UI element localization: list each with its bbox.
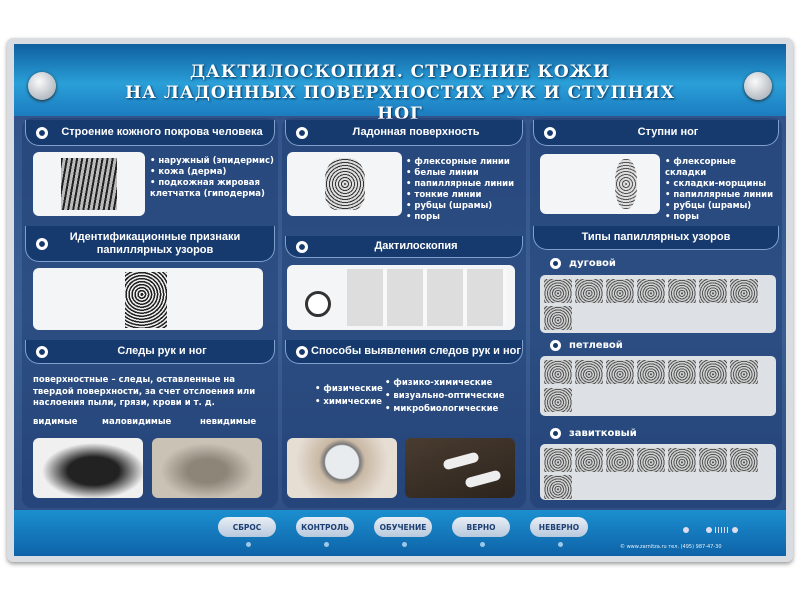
- list-item: рубцы (шрамы): [665, 201, 780, 212]
- volume-down-button[interactable]: [706, 527, 712, 533]
- list-item: подкожная жировая клетчатка (гиподерма): [150, 178, 280, 200]
- volume-level-icon: [715, 527, 729, 533]
- section-title: Дактилоскопия: [374, 240, 458, 252]
- bullet-icon: [544, 126, 556, 139]
- palm-lines-list: флексорные линии белые линии папиллярные…: [406, 157, 521, 223]
- bullet-icon: [36, 237, 48, 250]
- section-header-palm: Ладонная поверхность: [285, 120, 523, 146]
- indicator-led: [480, 542, 485, 547]
- methods-list-2: физико-химические визуально-оптические м…: [385, 377, 505, 416]
- list-item: визуально-оптические: [385, 390, 504, 403]
- palm-print-image: [287, 152, 402, 216]
- pattern-arch-label: дуговой: [550, 258, 616, 269]
- list-item: кожа (дерма): [150, 167, 280, 178]
- section-title: Строение кожного покрова человека: [61, 126, 263, 138]
- list-item: папиллярные линии: [406, 179, 521, 190]
- whorl-patterns-image: [540, 444, 776, 500]
- footprint-casts-photo: [405, 438, 515, 498]
- list-item: папиллярные линии: [665, 190, 780, 201]
- incorrect-button[interactable]: НЕВЕРНО: [530, 517, 588, 537]
- methods-list-1: физические химические: [315, 383, 383, 409]
- list-item: физико-химические: [385, 377, 505, 390]
- bullet-icon: [36, 345, 48, 358]
- list-item: складки-морщины: [665, 179, 780, 190]
- skin-layers-list: наружный (эпидермис) кожа (дерма) подкож…: [150, 156, 280, 200]
- training-button[interactable]: ОБУЧЕНИЕ: [374, 517, 432, 537]
- section-header-feet: Ступни ног: [533, 120, 779, 146]
- section-title: Следы рук и ног: [117, 345, 207, 357]
- indicator-led: [324, 542, 329, 547]
- footer-contacts: © www.zarnitza.ru тел. (495) 987-47-30: [620, 544, 722, 550]
- list-item: микробиологические: [385, 403, 505, 416]
- trace-type-low-visible: маловидимые: [102, 417, 172, 427]
- handprint-photo: [33, 438, 143, 498]
- footprint-sand-photo: [152, 438, 262, 498]
- list-item: флексорные линии: [406, 157, 521, 168]
- list-item: флексорные складки: [665, 157, 780, 179]
- list-item: тонкие линии: [406, 190, 521, 201]
- section-header-dactyl: Дактилоскопия: [285, 236, 523, 258]
- section-header-methods: Способы выявления следов рук и ног: [285, 340, 523, 364]
- indicator-led: [402, 542, 407, 547]
- list-item: физические: [315, 383, 382, 396]
- title-line-1: ДАКТИЛОСКОПИЯ. СТРОЕНИЕ КОЖИ: [189, 62, 611, 82]
- volume-up-button[interactable]: [732, 527, 738, 533]
- correct-button[interactable]: ВЕРНО: [452, 517, 510, 537]
- trace-type-visible: видимые: [33, 417, 78, 427]
- footprint-image: [540, 154, 660, 214]
- list-item: поры: [665, 212, 780, 223]
- indicator-led: [558, 542, 563, 547]
- section-header-skin: Строение кожного покрова человека: [25, 120, 275, 146]
- section-title: Ладонная поверхность: [352, 126, 480, 138]
- bullet-icon: [296, 126, 308, 139]
- title-line-2: НА ЛАДОННЫХ ПОВЕРХНОСТЯХ РУК И СТУПНЯХ Н…: [125, 83, 675, 124]
- section-header-patterns: Типы папиллярных узоров: [533, 226, 779, 250]
- list-item: рубцы (шрамы): [406, 201, 521, 212]
- skin-diagram-image: [33, 152, 145, 216]
- title-band: [14, 44, 786, 116]
- bullet-icon: [296, 345, 308, 358]
- indicator-led: [246, 542, 251, 547]
- bullet-icon: [550, 258, 561, 269]
- bullet-icon: [550, 340, 561, 351]
- pattern-name: петлевой: [569, 340, 623, 351]
- list-item: химические: [315, 396, 383, 409]
- section-title: Идентификационные признаки папиллярных у…: [69, 230, 241, 256]
- bullet-icon: [550, 428, 561, 439]
- section-title: Способы выявления следов рук и ног: [311, 345, 521, 357]
- traces-description: поверхностные – следы, оставленные на тв…: [33, 375, 256, 408]
- list-item: наружный (эпидермис): [150, 156, 280, 167]
- section-header-traces: Следы рук и ног: [25, 340, 275, 364]
- bullet-icon: [296, 240, 308, 253]
- feet-lines-list: флексорные складки складки-морщины папил…: [665, 157, 780, 223]
- section-title: Ступни ног: [637, 126, 699, 138]
- list-item: белые линии: [406, 168, 521, 179]
- reset-button[interactable]: СБРОС: [218, 517, 276, 537]
- power-button[interactable]: [683, 527, 689, 533]
- control-button[interactable]: КОНТРОЛЬ: [296, 517, 354, 537]
- mount-knob: [744, 72, 772, 100]
- section-header-ident: Идентификационные признаки папиллярных у…: [25, 226, 275, 262]
- ridge-features-image: [33, 268, 263, 330]
- list-item: поры: [406, 212, 521, 223]
- arch-patterns-image: [540, 275, 776, 333]
- pattern-name: завитковый: [569, 428, 637, 439]
- pattern-whorl-label: завитковый: [550, 428, 637, 439]
- mount-knob: [28, 72, 56, 100]
- trace-type-invisible: невидимые: [200, 417, 257, 427]
- pattern-loop-label: петлевой: [550, 340, 623, 351]
- fingerprint-cards-image: [287, 265, 515, 330]
- pattern-name: дуговой: [569, 258, 616, 269]
- section-title: Типы папиллярных узоров: [581, 231, 731, 243]
- bullet-icon: [36, 126, 48, 139]
- poster-title: ДАКТИЛОСКОПИЯ. СТРОЕНИЕ КОЖИ НА ЛАДОННЫХ…: [100, 62, 700, 125]
- loop-patterns-image: [540, 356, 776, 416]
- magnifier-photo: [287, 438, 397, 498]
